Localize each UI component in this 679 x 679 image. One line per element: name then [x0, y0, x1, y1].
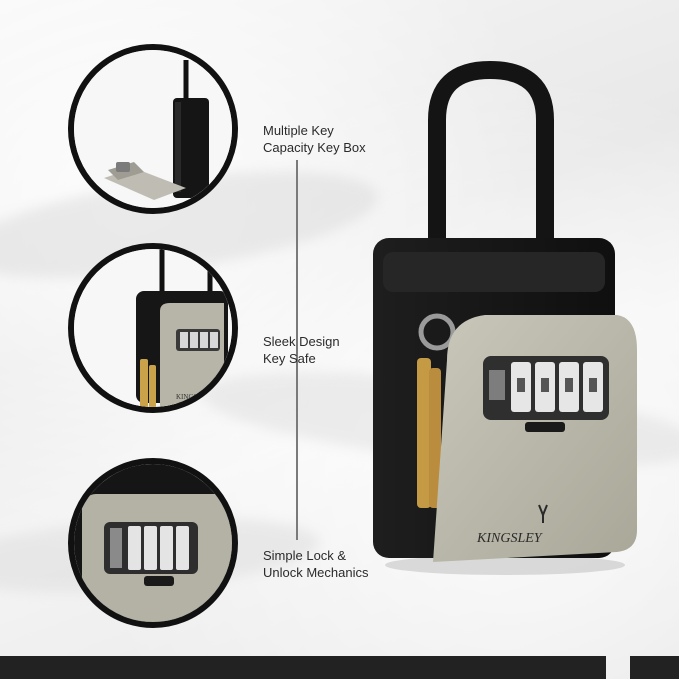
feature-image-sleek: KINGSLEY: [68, 243, 238, 413]
connector-line: [296, 160, 298, 540]
brand-logo: KINGSLEY: [476, 531, 544, 546]
feature-caption-line: Multiple Key: [263, 123, 334, 138]
feature-caption-line: Sleek Design: [263, 334, 340, 349]
lockbox-illustration: KINGSLEY: [373, 60, 637, 575]
capacity-illustration: [74, 50, 232, 208]
feature-caption-mechanics: Simple Lock & Unlock Mechanics: [263, 547, 369, 581]
bottom-bar-right: [630, 656, 679, 679]
feature-caption-line: Key Safe: [263, 351, 316, 366]
lockbox-hero: KINGSLEY: [355, 60, 655, 580]
feature-caption-line: Simple Lock &: [263, 548, 347, 563]
bottom-bar-left: [0, 656, 606, 679]
feature-caption-line: Unlock Mechanics: [263, 565, 369, 580]
feature-caption-capacity: Multiple Key Capacity Key Box: [263, 122, 366, 156]
mechanics-illustration: [74, 464, 232, 622]
deer-logo-icon: [538, 504, 548, 523]
feature-image-capacity: [68, 44, 238, 214]
feature-caption-line: Capacity Key Box: [263, 140, 366, 155]
feature-image-mechanics: [68, 458, 238, 628]
feature-caption-sleek: Sleek Design Key Safe: [263, 333, 340, 367]
sleek-illustration: KINGSLEY: [74, 249, 232, 407]
